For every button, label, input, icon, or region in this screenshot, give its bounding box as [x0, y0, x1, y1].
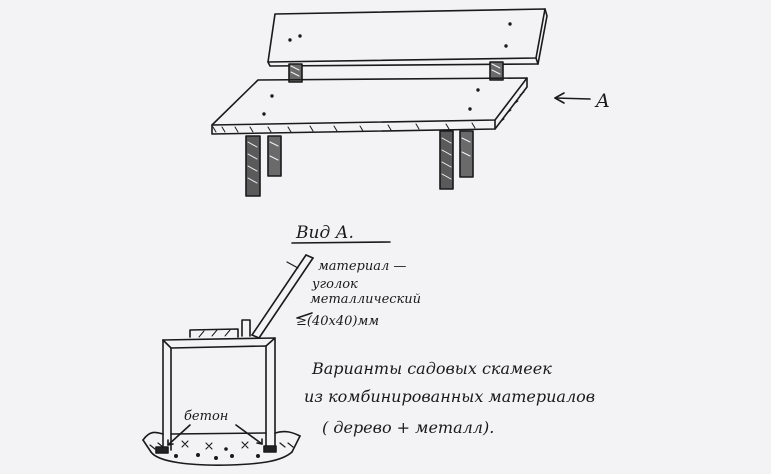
caption-line-3: ( дерево + металл). — [322, 418, 494, 437]
material-line-1: материал — — [318, 259, 406, 274]
seat-board — [211, 77, 528, 135]
ground-and-footings — [142, 430, 301, 466]
bench-illustration — [211, 8, 591, 197]
material-line-2: уголок — [311, 277, 358, 292]
view-title: Вид А. — [295, 223, 354, 243]
view-a-arrow — [554, 92, 591, 104]
material-size: ≥(40x40)мм — [296, 314, 379, 329]
concrete-leader — [167, 424, 263, 446]
view-title-underline — [291, 241, 391, 244]
caption-line-2: из комбинированных материалов — [304, 387, 595, 406]
concrete-label: бетон — [184, 409, 228, 424]
u-frame — [162, 319, 276, 451]
backrest-posts — [288, 61, 504, 83]
material-line-3: металлический — [310, 292, 421, 307]
backrest-board — [267, 8, 548, 67]
section-view-a — [142, 241, 391, 466]
arrow-label: A — [594, 90, 610, 112]
material-leader — [296, 312, 313, 319]
caption-line-1: Варианты садовых скамеек — [311, 359, 552, 378]
seat-legs — [245, 130, 474, 197]
backrest-angle-brace — [251, 254, 314, 339]
